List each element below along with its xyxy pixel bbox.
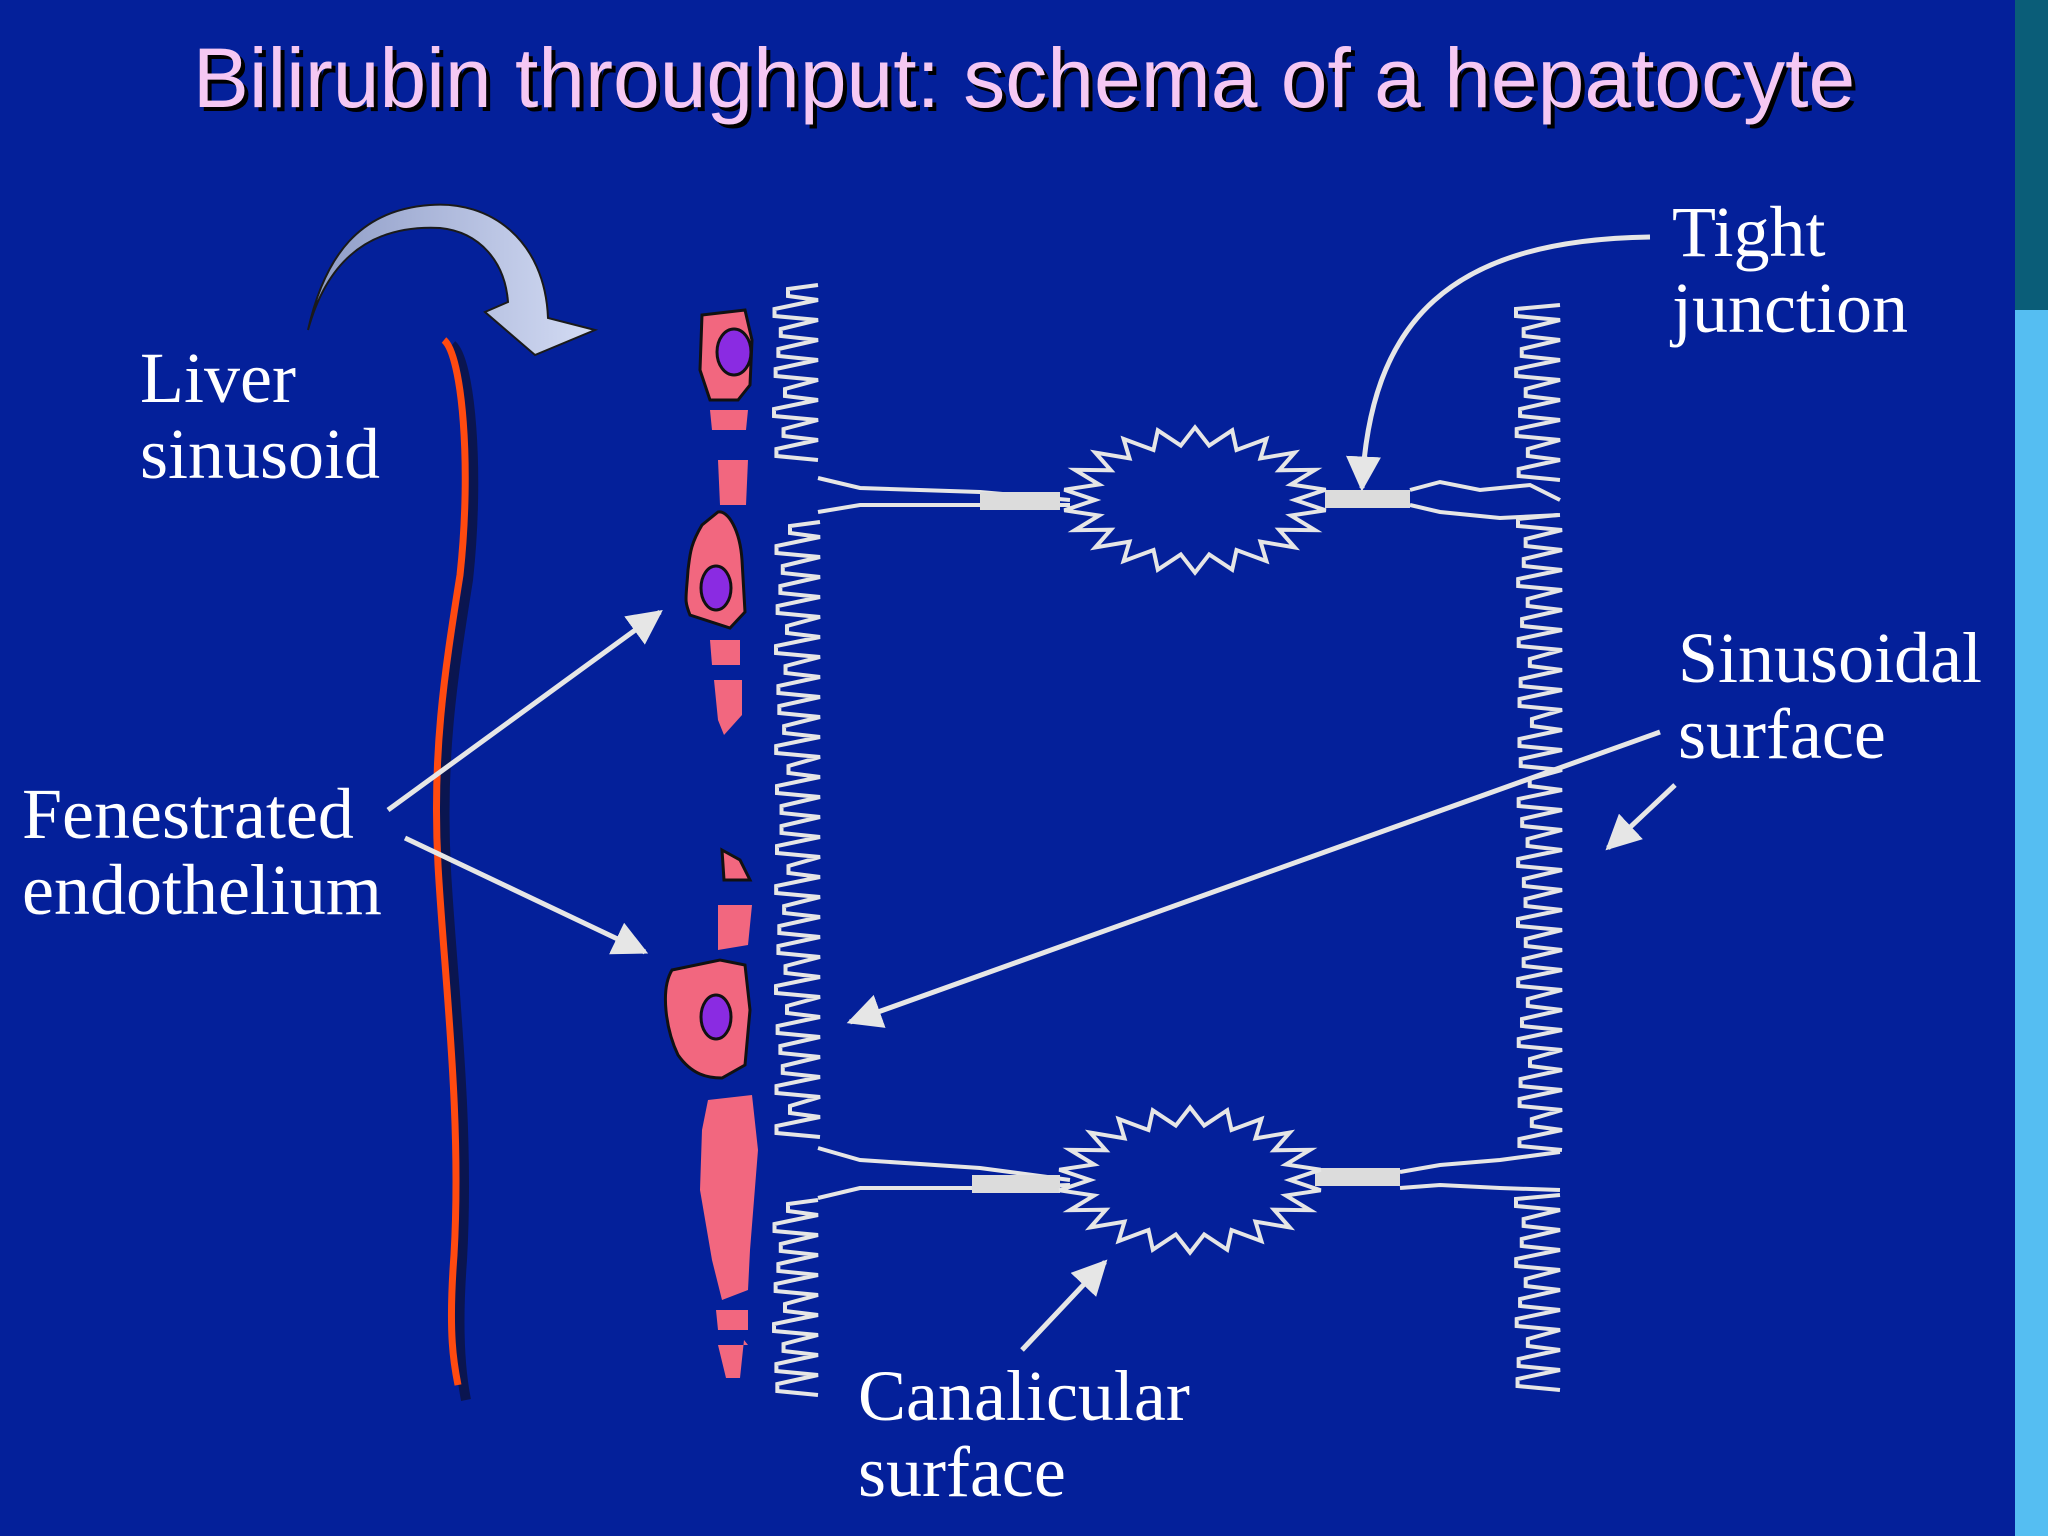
arrow-to-endothelium-upper: [386, 609, 663, 813]
label-canalicular-surface-line2: surface: [858, 1432, 1066, 1512]
label-sinusoidal-surface: Sinusoidal surface: [1678, 620, 1982, 772]
label-fenestrated-endothelium-line2: endothelium: [22, 850, 382, 930]
label-fenestrated-endothelium-line1: Fenestrated: [22, 774, 354, 854]
endothelial-cell-upper-mid: [684, 510, 747, 735]
label-fenestrated-endothelium: Fenestrated endothelium: [22, 776, 382, 928]
endothelial-cell-bottom: [700, 1095, 758, 1378]
nucleus-top: [715, 327, 753, 377]
endothelial-cell-lower-top: [718, 847, 753, 950]
label-canalicular-surface: Canalicular surface: [858, 1358, 1190, 1510]
tight-junction-top-right: [1325, 490, 1410, 508]
label-liver-sinusoid: Liver sinusoid: [140, 340, 380, 492]
sinusoidal-membrane-right: [1514, 303, 1563, 1392]
bile-canaliculus-top: [1063, 424, 1327, 576]
slide-title: Bilirubin throughput: schema of a hepato…: [192, 31, 1856, 125]
label-liver-sinusoid-line1: Liver: [140, 338, 296, 418]
arrow-to-sinusoidal-surface-left: [846, 729, 1661, 1028]
label-tight-junction: Tight junction: [1672, 194, 1908, 346]
arrow-to-sinusoidal-surface-right: [1605, 783, 1677, 851]
label-liver-sinusoid-line2: sinusoid: [140, 414, 381, 494]
sinusoidal-membrane-left: [772, 283, 821, 1397]
bile-canaliculus-bottom: [1058, 1104, 1322, 1256]
lateral-membrane-bottom: [817, 1146, 1561, 1200]
arrow-to-canalicular-surface: [1020, 1259, 1108, 1352]
label-tight-junction-line2: junction: [1672, 268, 1908, 348]
arrow-to-endothelium-lower: [403, 835, 649, 955]
blood-flow-curved-arrow: [307, 203, 599, 357]
label-sinusoidal-surface-line1: Sinusoidal: [1678, 618, 1983, 698]
sinusoid-wall-shadow: [439, 341, 479, 1401]
tight-junction-bottom-right: [1315, 1168, 1400, 1186]
label-canalicular-surface-line1: Canalicular: [858, 1356, 1190, 1436]
side-accent-bar-bottom: [2015, 310, 2048, 1536]
side-accent-bar-top: [2015, 0, 2048, 310]
lateral-membrane-top: [817, 476, 1561, 521]
nucleus-upper-mid: [699, 564, 733, 612]
label-sinusoidal-surface-line2: surface: [1678, 694, 1886, 774]
tight-junction-top-left: [980, 492, 1060, 510]
label-tight-junction-line1: Tight: [1672, 192, 1826, 272]
arrow-to-tight-junction: [1346, 234, 1651, 492]
tight-junction-bottom-left: [972, 1175, 1060, 1193]
sinusoid-wall: [432, 337, 469, 1386]
nucleus-lower-mid: [699, 993, 733, 1041]
